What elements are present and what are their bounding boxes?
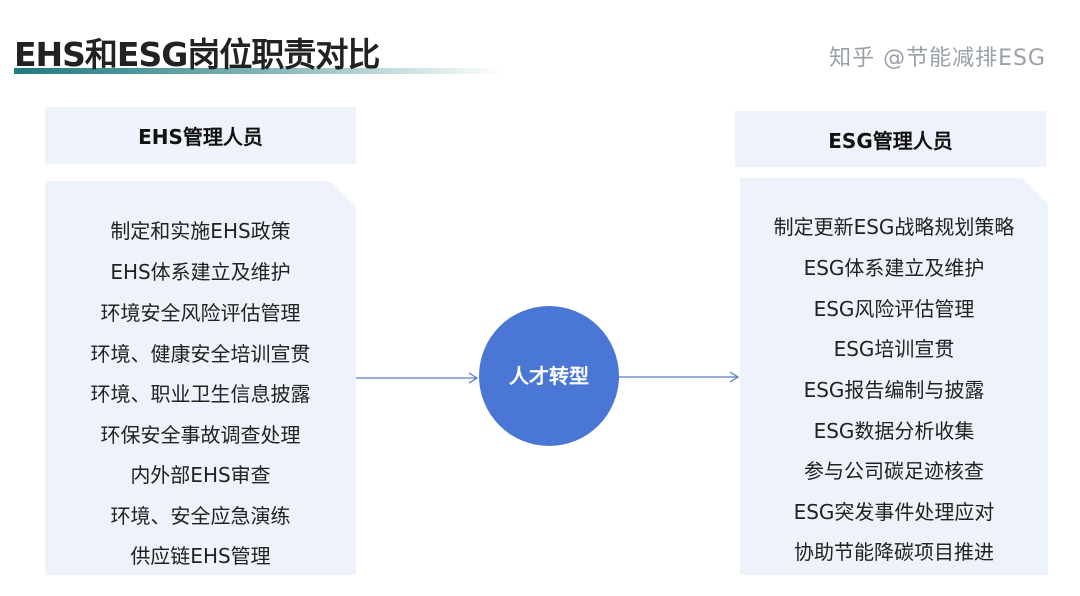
ehs-header: EHS管理人员 (45, 107, 356, 164)
esg-duty: ESG数据分析收集 (813, 419, 975, 443)
page-title: EHS和ESG岗位职责对比 (14, 35, 380, 74)
ehs-duty: 环境、安全应急演练 (110, 504, 291, 528)
ehs-duty: 环境、职业卫生信息披露 (90, 382, 311, 406)
talent-transition-circle: 人才转型 (479, 306, 619, 446)
watermark: 知乎 @节能减排ESG (829, 46, 1046, 71)
ehs-duty: 环境、健康安全培训宣贯 (90, 342, 311, 366)
ehs-duty: 内外部EHS审查 (130, 463, 271, 487)
esg-duty: 协助节能降碳项目推进 (794, 540, 994, 564)
title-underline (14, 68, 504, 74)
ehs-duty: 制定和实施EHS政策 (110, 219, 291, 243)
esg-duty: ESG培训宣贯 (833, 337, 955, 361)
ehs-duty: 环境安全风险评估管理 (100, 301, 301, 325)
ehs-duty: EHS体系建立及维护 (110, 260, 291, 284)
circle-label: 人才转型 (509, 363, 589, 388)
esg-duty: ESG报告编制与披露 (803, 378, 985, 402)
ehs-duties-panel: 制定和实施EHS政策 EHS体系建立及维护 环境安全风险评估管理 环境、健康安全… (45, 181, 356, 575)
esg-header: ESG管理人员 (735, 111, 1046, 167)
esg-duty: ESG突发事件处理应对 (793, 500, 995, 524)
esg-duties-panel: 制定更新ESG战略规划策略 ESG体系建立及维护 ESG风险评估管理 ESG培训… (740, 178, 1048, 575)
esg-duty: ESG风险评估管理 (813, 297, 975, 321)
ehs-duty: 环保安全事故调查处理 (100, 423, 301, 447)
esg-duty: 制定更新ESG战略规划策略 (773, 215, 1015, 239)
arrow-right-icon (356, 372, 479, 384)
esg-duty: 参与公司碳足迹核查 (804, 459, 984, 483)
arrow-right-icon (619, 371, 740, 383)
ehs-duty: 供应链EHS管理 (130, 544, 271, 568)
esg-duty: ESG体系建立及维护 (803, 256, 985, 280)
